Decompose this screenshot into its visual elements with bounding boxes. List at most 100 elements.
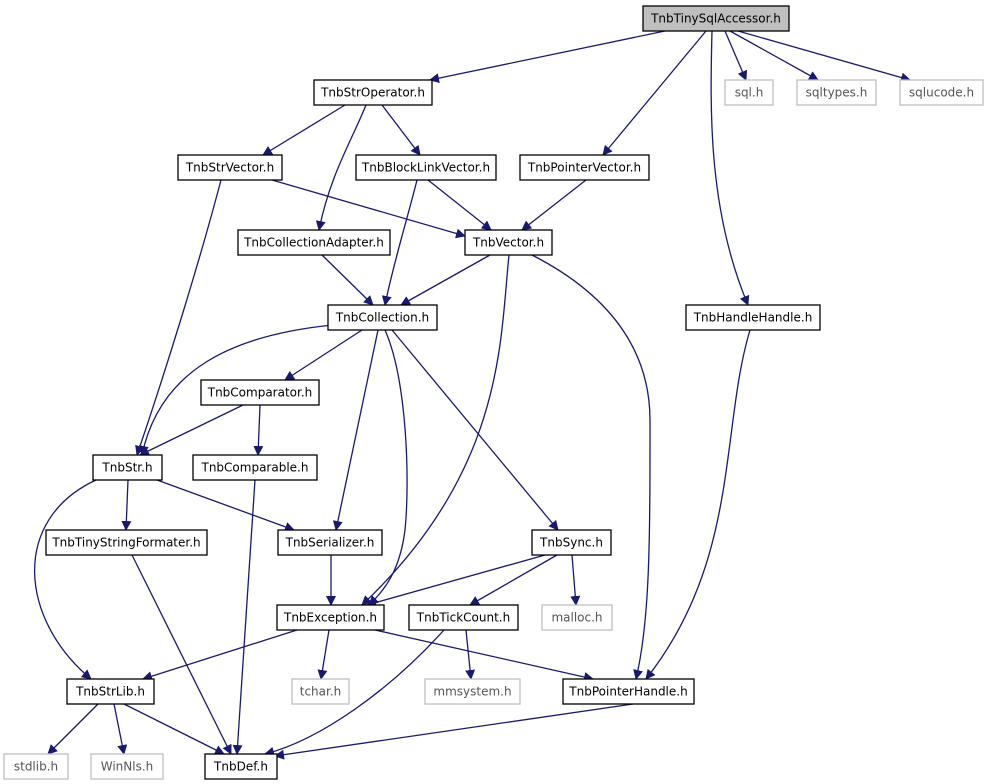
node-malloc[interactable]: malloc.h bbox=[541, 604, 613, 631]
edge-stroperator-to-strvector bbox=[262, 104, 346, 156]
edge-strvector-to-str bbox=[135, 179, 222, 456]
node-box bbox=[277, 529, 383, 556]
node-serializer[interactable]: TnbSerializer.h bbox=[277, 529, 383, 556]
edge-handlehandle-to-pointerhandle bbox=[645, 329, 751, 680]
node-label: WinNls.h bbox=[101, 760, 154, 774]
edge-root-to-sqltypes bbox=[729, 30, 819, 81]
node-comparator[interactable]: TnbComparator.h bbox=[200, 379, 320, 406]
node-pointervector[interactable]: TnbPointerVector.h bbox=[519, 154, 650, 181]
edge-comparator-to-comparable bbox=[253, 404, 264, 456]
node-mmsystem[interactable]: mmsystem.h bbox=[424, 678, 521, 705]
node-pointerhandle[interactable]: TnbPointerHandle.h bbox=[562, 678, 695, 705]
node-box bbox=[531, 529, 612, 556]
node-vector[interactable]: TnbVector.h bbox=[464, 229, 553, 256]
node-label: TnbStrLib.h bbox=[75, 685, 145, 699]
node-label: stdlib.h bbox=[14, 760, 58, 774]
node-label: TnbPointerHandle.h bbox=[568, 685, 687, 699]
node-label: sqltypes.h bbox=[806, 86, 868, 100]
node-winnls[interactable]: WinNls.h bbox=[90, 753, 164, 780]
node-label: TnbTinySqlAccessor.h bbox=[650, 12, 781, 26]
node-label: TnbCollection.h bbox=[335, 311, 429, 325]
node-label: TnbSerializer.h bbox=[285, 536, 375, 550]
edge-str-to-tinystringformater bbox=[121, 479, 132, 531]
node-box bbox=[541, 604, 613, 631]
node-box bbox=[90, 753, 164, 780]
node-box bbox=[424, 678, 521, 705]
node-label: TnbTickCount.h bbox=[416, 611, 510, 625]
node-label: TnbComparable.h bbox=[201, 461, 309, 475]
node-box bbox=[327, 304, 438, 331]
node-sqlucode[interactable]: sqlucode.h bbox=[899, 79, 984, 106]
edge-tinystringformater-to-def bbox=[131, 554, 232, 755]
node-stroperator[interactable]: TnbStrOperator.h bbox=[313, 79, 433, 106]
node-box bbox=[408, 604, 519, 631]
node-sql[interactable]: sql.h bbox=[724, 79, 774, 106]
edge-str-to-strlib bbox=[34, 479, 97, 680]
node-label: TnbHandleHandle.h bbox=[693, 311, 813, 325]
node-box bbox=[899, 79, 984, 106]
node-box bbox=[276, 604, 385, 631]
edge-vector-to-exception bbox=[361, 254, 510, 606]
node-label: TnbDef.h bbox=[213, 760, 268, 774]
edge-pointerhandle-to-def bbox=[274, 703, 634, 760]
node-exception[interactable]: TnbException.h bbox=[276, 604, 385, 631]
node-sync[interactable]: TnbSync.h bbox=[531, 529, 612, 556]
node-box bbox=[192, 454, 318, 481]
node-str[interactable]: TnbStr.h bbox=[92, 454, 163, 481]
node-strvector[interactable]: TnbStrVector.h bbox=[177, 154, 283, 181]
edge-root-to-pointervector bbox=[602, 30, 707, 156]
node-label: TnbStrOperator.h bbox=[320, 86, 425, 100]
node-box bbox=[519, 154, 650, 181]
node-sqltypes[interactable]: sqltypes.h bbox=[796, 79, 877, 106]
edge-exception-to-pointerhandle bbox=[374, 629, 594, 682]
node-box bbox=[45, 529, 208, 556]
node-label: TnbComparator.h bbox=[207, 386, 313, 400]
edge-vector-to-pointerhandle bbox=[531, 254, 651, 680]
node-box bbox=[177, 154, 283, 181]
node-collection[interactable]: TnbCollection.h bbox=[327, 304, 438, 331]
node-collectionadapter[interactable]: TnbCollectionAdapter.h bbox=[237, 229, 391, 256]
node-box bbox=[642, 5, 790, 32]
edge-root-to-sql bbox=[724, 30, 748, 81]
node-box bbox=[3, 753, 69, 780]
edge-root-to-handlehandle bbox=[710, 30, 750, 306]
node-root[interactable]: TnbTinySqlAccessor.h bbox=[642, 5, 790, 32]
edge-comparator-to-str bbox=[139, 404, 244, 456]
node-strlib[interactable]: TnbStrLib.h bbox=[66, 678, 155, 705]
node-label: sqlucode.h bbox=[909, 86, 974, 100]
edge-collection-to-exception bbox=[368, 329, 408, 606]
node-blocklinkvector[interactable]: TnbBlockLinkVector.h bbox=[355, 154, 497, 181]
node-comparable[interactable]: TnbComparable.h bbox=[192, 454, 318, 481]
node-box bbox=[685, 304, 821, 331]
edge-pointervector-to-vector bbox=[521, 179, 587, 231]
node-label: TnbTinyStringFormater.h bbox=[51, 536, 200, 550]
edge-sync-to-exception bbox=[366, 554, 546, 608]
node-tchar[interactable]: tchar.h bbox=[291, 678, 350, 705]
node-box bbox=[313, 79, 433, 106]
edge-collection-to-sync bbox=[391, 329, 559, 531]
edge-sync-to-tickcount bbox=[469, 554, 558, 606]
node-def[interactable]: TnbDef.h bbox=[204, 753, 278, 780]
node-tickcount[interactable]: TnbTickCount.h bbox=[408, 604, 519, 631]
node-tinystringformater[interactable]: TnbTinyStringFormater.h bbox=[45, 529, 208, 556]
edge-collection-to-serializer bbox=[332, 329, 379, 531]
edge-stroperator-to-blocklinkvector bbox=[381, 104, 421, 156]
node-box bbox=[291, 678, 350, 705]
node-box bbox=[204, 753, 278, 780]
nodes-layer: TnbTinySqlAccessor.h sql.h sqltypes.h sqluc… bbox=[3, 5, 984, 780]
node-label: sql.h bbox=[735, 86, 764, 100]
node-label: TnbPointerVector.h bbox=[527, 161, 641, 175]
node-label: TnbException.h bbox=[283, 611, 377, 625]
node-stdlib[interactable]: stdlib.h bbox=[3, 753, 69, 780]
edge-tickcount-to-mmsystem bbox=[465, 629, 476, 680]
edge-str-to-serializer bbox=[156, 479, 295, 532]
edges-layer bbox=[34, 30, 911, 760]
edge-strlib-to-stdlib bbox=[47, 703, 99, 755]
node-label: malloc.h bbox=[551, 611, 602, 625]
edge-strlib-to-def bbox=[123, 703, 225, 755]
node-box bbox=[355, 154, 497, 181]
node-label: TnbStrVector.h bbox=[185, 161, 274, 175]
edge-blocklinkvector-to-collection bbox=[381, 179, 418, 306]
edge-strlib-to-winnls bbox=[113, 703, 128, 755]
node-handlehandle[interactable]: TnbHandleHandle.h bbox=[685, 304, 821, 331]
